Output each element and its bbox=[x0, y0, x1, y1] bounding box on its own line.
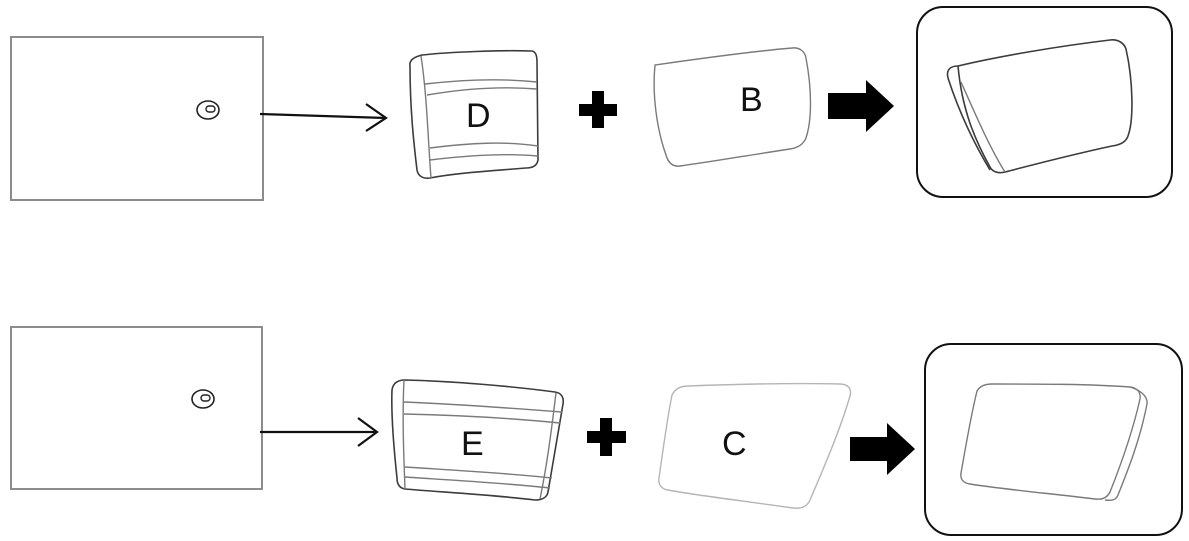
row-1-frame-rect bbox=[916, 6, 1173, 198]
row-1-knob-icon bbox=[196, 100, 220, 120]
row-1-connector-arrow bbox=[259, 103, 388, 132]
row-1-source-panel bbox=[10, 36, 264, 201]
row-1-result-arrow bbox=[828, 80, 894, 132]
row-1-panel-rect bbox=[10, 36, 264, 201]
row-1-segmented-piece: D bbox=[409, 49, 539, 179]
row-2-connector-arrow bbox=[260, 417, 379, 447]
row-2-knob-icon bbox=[191, 389, 215, 409]
row-2-piece-outline bbox=[391, 379, 565, 501]
row-2-panel-rect bbox=[10, 326, 263, 490]
row-1-piece-label: D bbox=[466, 97, 491, 135]
row-2-source-panel bbox=[10, 326, 263, 490]
row-1-part-outline bbox=[653, 47, 812, 167]
row-2-part-outline bbox=[658, 382, 852, 509]
row-1: D B bbox=[10, 6, 1173, 201]
row-2-plus-icon bbox=[587, 418, 626, 456]
row-2-result-frame bbox=[924, 343, 1183, 536]
row-2-part-label: C bbox=[722, 425, 747, 463]
row-2-piece-label: E bbox=[461, 425, 484, 463]
row-2: E C bbox=[10, 326, 1183, 536]
row-1-piece-outline bbox=[409, 49, 539, 179]
row-2-segmented-piece: E bbox=[391, 379, 565, 501]
row-1-part: B bbox=[653, 47, 812, 167]
row-1-part-label: B bbox=[740, 81, 763, 119]
row-2-assembled-shape bbox=[960, 383, 1148, 502]
row-2-part: C bbox=[658, 382, 852, 509]
row-2-frame-rect bbox=[924, 343, 1183, 536]
row-1-result-frame bbox=[916, 6, 1173, 198]
row-2-result-arrow bbox=[850, 423, 915, 475]
row-1-plus-icon bbox=[579, 91, 617, 128]
row-1-assembled-shape bbox=[946, 39, 1133, 174]
